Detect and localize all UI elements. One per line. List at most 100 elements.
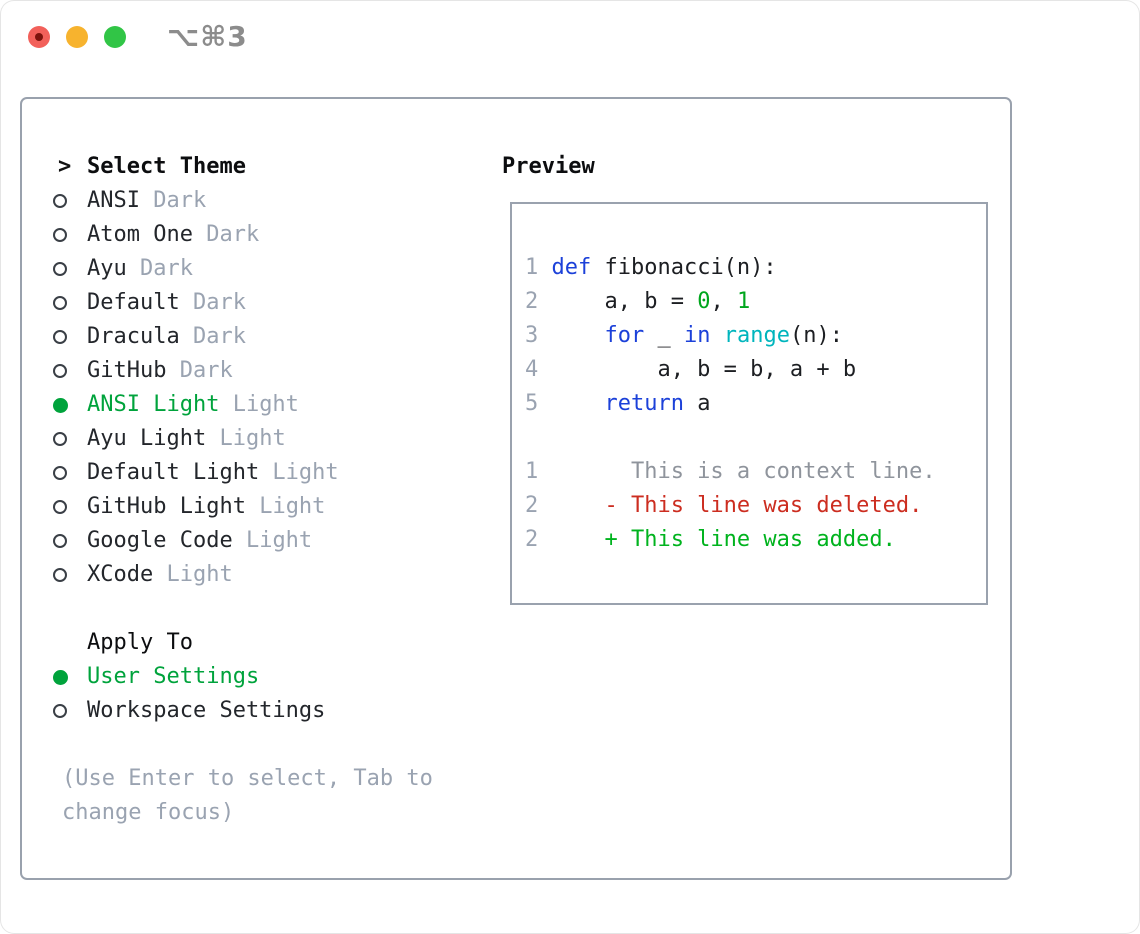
theme-name: Default Light	[87, 460, 260, 485]
theme-name: ANSI Light	[87, 392, 220, 417]
radio-cell	[40, 669, 87, 685]
code-token: ,	[710, 289, 737, 314]
close-button[interactable]	[28, 26, 50, 48]
theme-option[interactable]: ANSI Dark	[40, 184, 433, 218]
theme-option[interactable]: ANSI Light Light	[40, 388, 433, 422]
code-line: 2 a, b = 0, 1	[525, 285, 936, 319]
spacer	[40, 728, 433, 762]
theme-option[interactable]: Ayu Light Light	[40, 422, 433, 456]
theme-variant: Dark	[192, 222, 260, 247]
theme-variant: Light	[153, 562, 233, 587]
radio-cell	[40, 397, 87, 413]
code-token	[551, 323, 604, 348]
window-title: ⌥⌘3	[167, 20, 248, 53]
theme-variant: Dark	[179, 290, 246, 315]
radio-cell	[40, 704, 87, 718]
code-token: def	[551, 255, 592, 280]
theme-variant: Dark	[139, 188, 207, 213]
select-theme-title: Select Theme	[87, 154, 246, 179]
code-token: 1	[736, 289, 751, 314]
preview-title: Preview	[502, 154, 595, 179]
radio-unselected-icon	[53, 432, 67, 446]
radio-cell	[40, 432, 87, 446]
apply-to-title: Apply To	[87, 630, 193, 655]
radio-cell	[40, 466, 87, 480]
code-token: a	[683, 391, 711, 416]
theme-name: Google Code	[87, 528, 233, 553]
theme-name: ANSI	[87, 188, 140, 213]
code-token: range	[723, 323, 790, 348]
radio-cell	[40, 364, 87, 378]
code-line: 5 return a	[525, 387, 936, 421]
apply-option[interactable]: Workspace Settings	[40, 694, 433, 728]
radio-unselected-icon	[53, 330, 67, 344]
apply-option-label: User Settings	[87, 664, 260, 689]
radio-cell	[40, 568, 87, 582]
radio-unselected-icon	[53, 296, 67, 310]
theme-name: Ayu	[87, 256, 127, 281]
theme-variant: Light	[232, 528, 313, 553]
line-number: 1	[525, 459, 539, 484]
theme-option[interactable]: Dracula Dark	[40, 320, 433, 354]
theme-variant: Dark	[179, 324, 246, 349]
theme-option[interactable]: Default Dark	[40, 286, 433, 320]
line-number: 2	[525, 289, 539, 314]
theme-name: Default	[87, 290, 180, 315]
code-token	[551, 391, 604, 416]
titlebar: ⌥⌘3	[0, 0, 1140, 74]
radio-selected-icon	[53, 669, 68, 685]
theme-name: Dracula	[87, 324, 180, 349]
help-text-line-1: (Use Enter to select, Tab to	[62, 766, 433, 791]
code-line: 3 for _ in range(n):	[525, 319, 936, 353]
theme-option[interactable]: XCode Light	[40, 558, 433, 592]
line-number: 4	[525, 357, 539, 382]
line-number: 2	[525, 527, 539, 552]
code-token: return	[604, 391, 684, 416]
radio-unselected-icon	[53, 534, 67, 548]
theme-variant: Light	[206, 426, 286, 451]
code-token	[710, 323, 723, 348]
line-number: 3	[525, 323, 539, 348]
theme-option[interactable]: Atom One Dark	[40, 218, 433, 252]
radio-unselected-icon	[53, 194, 67, 208]
code-line: 2 + This line was added.	[525, 523, 936, 557]
line-number: 1	[525, 255, 539, 280]
radio-unselected-icon	[53, 568, 67, 582]
apply-option[interactable]: User Settings	[40, 660, 433, 694]
theme-name: GitHub Light	[87, 494, 246, 519]
radio-selected-icon	[53, 397, 68, 413]
radio-unselected-icon	[53, 704, 67, 718]
theme-option[interactable]: Ayu Dark	[40, 252, 433, 286]
code-line: 1 This is a context line.	[525, 455, 936, 489]
prompt-icon: >	[58, 154, 72, 179]
code-line: 1 def fibonacci(n):	[525, 251, 936, 285]
radio-unselected-icon	[53, 228, 67, 242]
theme-option[interactable]: Default Light Light	[40, 456, 433, 490]
radio-unselected-icon	[53, 262, 67, 276]
code-line	[525, 421, 936, 455]
theme-option[interactable]: GitHub Light Light	[40, 490, 433, 524]
code-token: - This line was deleted.	[551, 493, 923, 518]
code-token: fibonacci(n):	[591, 255, 777, 280]
minimize-button[interactable]	[66, 26, 88, 48]
theme-option[interactable]: Google Code Light	[40, 524, 433, 558]
help-text-line-2: change focus)	[62, 800, 235, 825]
theme-name: Ayu Light	[87, 426, 207, 451]
spacer	[40, 592, 433, 626]
radio-cell	[40, 262, 87, 276]
theme-option[interactable]: GitHub Dark	[40, 354, 433, 388]
theme-name: Atom One	[87, 222, 193, 247]
code-token: _	[644, 323, 684, 348]
radio-cell	[40, 296, 87, 310]
theme-variant: Light	[245, 494, 326, 519]
select-theme-header: > Select Theme	[40, 150, 433, 184]
code-line: 4 a, b = b, a + b	[525, 353, 936, 387]
zoom-button[interactable]	[104, 26, 126, 48]
code-token: a, b =	[551, 289, 698, 314]
